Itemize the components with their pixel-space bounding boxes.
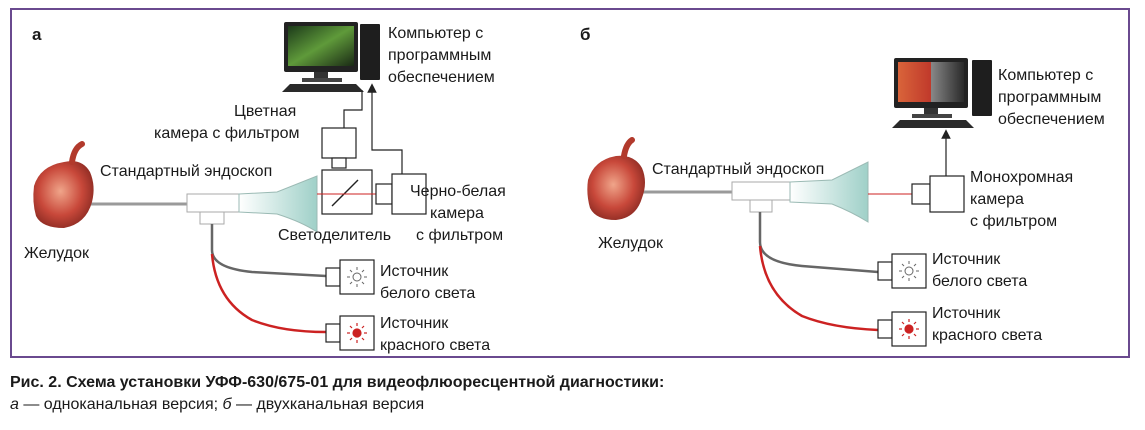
- red-source-port-b: [877, 319, 893, 339]
- color-camera-a: [321, 127, 357, 159]
- computer-label-a-2: программным: [388, 47, 491, 64]
- bw-camera-label-a-3: с фильтром: [416, 227, 503, 244]
- white-light-label-b-2: белого света: [932, 273, 1027, 290]
- red-burst-icon: [899, 319, 919, 339]
- bw-camera-label-a-1: Черно-белая: [410, 183, 506, 200]
- esophagus-b: [621, 137, 635, 159]
- red-light-label-a-2: красного света: [380, 337, 490, 354]
- computer-label-b-1: Компьютер с: [998, 67, 1093, 84]
- bw-camera-lens-a: [375, 183, 393, 205]
- red-light-cable-a: [210, 253, 327, 334]
- caption-title: Рис. 2. Схема установки УФФ-630/675-01 д…: [10, 374, 665, 391]
- beamsplitter-label-a: Светоделитель: [278, 227, 391, 244]
- beamsplitter-a: [321, 169, 373, 215]
- computer-label-b-3: обеспечением: [998, 111, 1105, 128]
- caption-b-letter: б: [222, 396, 232, 413]
- white-source-port-a: [325, 267, 341, 287]
- endoscope-a: [42, 175, 318, 233]
- stomach-shape-b: [587, 155, 645, 220]
- red-light-cable-b: [758, 245, 879, 332]
- white-light-cable-a: [210, 224, 327, 278]
- bw-camera-cable-a: [367, 83, 403, 187]
- figure-caption: Рис. 2. Схема установки УФФ-630/675-01 д…: [10, 372, 1130, 416]
- mono-camera-label-b-3: с фильтром: [970, 213, 1057, 230]
- bw-camera-a: [391, 173, 427, 215]
- red-light-label-b-2: красного света: [932, 327, 1042, 344]
- monitor-base-b: [912, 114, 952, 118]
- endoscope-label-a: Стандартный эндоскоп: [100, 163, 272, 180]
- red-source-port-a: [325, 323, 341, 343]
- caption-a-text: — одноканальная версия;: [18, 396, 223, 413]
- endoscope-handle-b: [731, 181, 791, 201]
- stomach-shape-a: [33, 161, 94, 228]
- white-light-label-a-2: белого света: [380, 285, 475, 302]
- color-camera-label-a-2: камера с фильтром: [154, 125, 299, 142]
- endoscope-b: [596, 161, 869, 223]
- red-light-label-b-1: Источник: [932, 305, 1001, 322]
- color-camera-cable-a: [343, 90, 363, 128]
- stomach-label-b: Желудок: [598, 235, 664, 252]
- mono-camera-b: [929, 175, 965, 213]
- esophagus-a: [69, 141, 85, 165]
- caption-a-letter: а: [10, 396, 19, 413]
- stomach-label-a: Желудок: [24, 245, 90, 262]
- endoscope-label-b: Стандартный эндоскоп: [652, 161, 824, 178]
- computer-label-a-1: Компьютер с: [388, 25, 483, 42]
- endoscope-handle-a: [186, 193, 240, 213]
- white-light-label-a-1: Источник: [380, 263, 449, 280]
- monitor-base-a: [302, 78, 342, 82]
- panel-b: б Компьютер с программным обеспечением С…: [580, 25, 1105, 347]
- white-light-source-b: [891, 253, 927, 289]
- monitor-screen-a: [288, 26, 354, 66]
- caption-legend: а — одноканальная версия; б — двухканаль…: [10, 394, 1130, 416]
- computer-a: [282, 22, 380, 92]
- monitor-stand-b: [924, 108, 938, 114]
- endoscope-port-b: [749, 199, 773, 213]
- white-light-source-a: [339, 259, 375, 295]
- monitor-stand-a: [314, 72, 328, 78]
- sun-icon: [347, 267, 367, 287]
- panel-a: а Компьютер с программным обеспечением Ц…: [24, 22, 506, 354]
- computer-label-a-3: обеспечением: [388, 69, 495, 86]
- mono-camera-label-b-1: Монохромная: [970, 169, 1073, 186]
- computer-tower-a: [360, 24, 380, 80]
- computer-b: [892, 58, 992, 128]
- panel-a-letter: а: [32, 25, 42, 44]
- monitor-screen-b: [898, 62, 964, 102]
- stomach-b: [587, 137, 645, 220]
- color-camera-label-a-1: Цветная: [234, 103, 296, 120]
- keyboard-b: [892, 120, 974, 128]
- diagram-canvas: а Компьютер с программным обеспечением Ц…: [24, 22, 1105, 354]
- stomach-a: [33, 141, 94, 228]
- mono-camera-lens-b: [911, 183, 931, 205]
- white-source-port-b: [877, 261, 893, 281]
- endoscope-eyepiece-a: [238, 175, 318, 233]
- red-burst-icon: [347, 323, 367, 343]
- white-light-label-b-1: Источник: [932, 251, 1001, 268]
- computer-tower-b: [972, 60, 992, 116]
- endoscope-port-a: [199, 211, 225, 225]
- keyboard-a: [282, 84, 364, 92]
- mono-camera-label-b-2: камера: [970, 191, 1024, 208]
- white-light-cable-b: [758, 212, 879, 274]
- figure-frame: а Компьютер с программным обеспечением Ц…: [10, 8, 1130, 358]
- endoscope-eyepiece-b: [789, 161, 869, 223]
- beamsplitter-mirror-a: [331, 179, 359, 207]
- color-camera-lens-a: [331, 157, 347, 169]
- panel-b-letter: б: [580, 25, 591, 44]
- computer-label-b-2: программным: [998, 89, 1101, 106]
- sun-icon: [899, 261, 919, 281]
- red-light-label-a-1: Источник: [380, 315, 449, 332]
- bw-camera-label-a-2: камера: [430, 205, 484, 222]
- caption-b-text: — двухканальная версия: [231, 396, 425, 413]
